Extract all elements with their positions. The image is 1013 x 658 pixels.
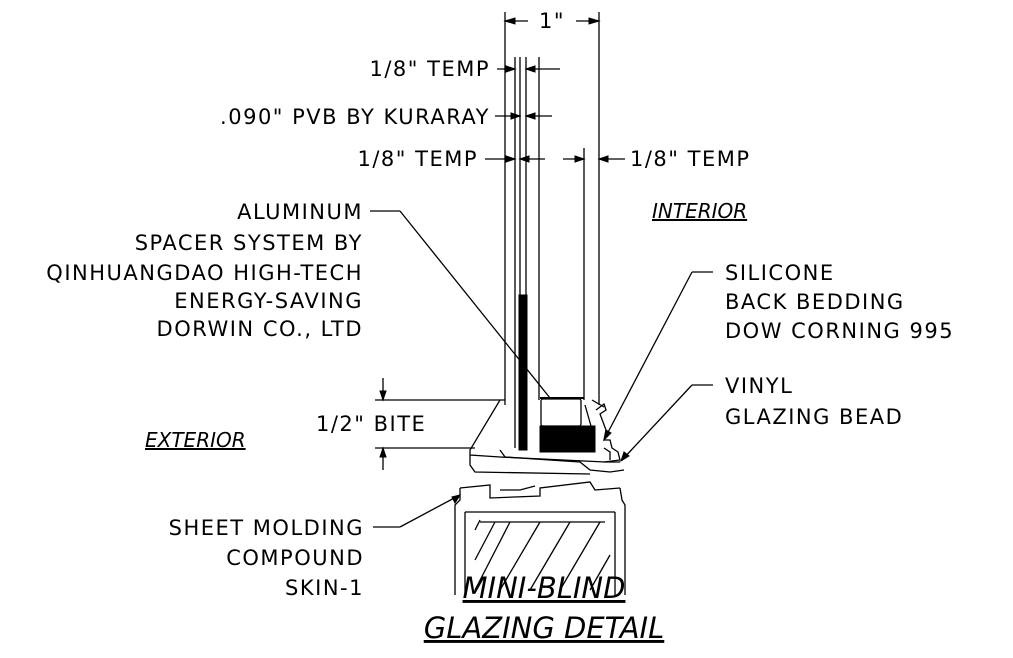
- exterior-label: EXTERIOR: [145, 428, 246, 452]
- drawing-title: MINI-BLIND GLAZING DETAIL: [424, 571, 665, 645]
- blind-slat-black: [518, 294, 528, 451]
- svg-text:QINHUANGDAO HIGH-TECH: QINHUANGDAO HIGH-TECH: [46, 261, 363, 285]
- inner-temp-dimension: 1/8" TEMP 1/8" TEMP: [357, 147, 751, 171]
- svg-text:SKIN-1: SKIN-1: [285, 576, 364, 600]
- pvb-label: .090" PVB BY KURARAY: [220, 105, 490, 129]
- svg-text:GLAZING BEAD: GLAZING BEAD: [725, 405, 903, 429]
- svg-text:SILICONE: SILICONE: [725, 261, 835, 285]
- insulating-cavity: [518, 294, 605, 453]
- aluminum-spacer: [540, 398, 582, 427]
- overall-width-label: 1": [539, 9, 565, 33]
- inner-temp-right-label: 1/8" TEMP: [630, 147, 751, 171]
- svg-text:DORWIN CO., LTD: DORWIN CO., LTD: [157, 317, 363, 341]
- secondary-seal: [539, 425, 596, 453]
- spacer-label: ALUMINUM SPACER SYSTEM BY QINHUANGDAO HI…: [46, 200, 363, 341]
- inner-temp-left-label: 1/8" TEMP: [357, 147, 478, 171]
- overall-width-dimension: 1": [503, 9, 601, 405]
- vinyl-callout: VINYL GLAZING BEAD: [620, 374, 903, 463]
- frame-profile: [454, 399, 626, 595]
- bite-dimension: 1/2" BITE: [316, 378, 500, 470]
- svg-text:ENERGY-SAVING: ENERGY-SAVING: [174, 289, 363, 313]
- svg-text:DOW CORNING 995: DOW CORNING 995: [725, 319, 954, 343]
- title-line-1: MINI-BLIND: [463, 571, 626, 605]
- molding-callout: SHEET MOLDING COMPOUND SKIN-1: [169, 494, 462, 600]
- svg-text:COMPOUND: COMPOUND: [226, 546, 364, 570]
- bite-label: 1/2" BITE: [316, 412, 426, 436]
- pvb-dimension: .090" PVB BY KURARAY: [220, 105, 552, 129]
- svg-text:ALUMINUM: ALUMINUM: [237, 200, 363, 224]
- svg-text:SPACER SYSTEM BY: SPACER SYSTEM BY: [135, 231, 363, 255]
- svg-text:BACK BEDDING: BACK BEDDING: [725, 290, 905, 314]
- title-line-2: GLAZING DETAIL: [424, 611, 665, 645]
- svg-text:VINYL: VINYL: [725, 374, 793, 398]
- svg-text:SHEET MOLDING: SHEET MOLDING: [169, 516, 364, 540]
- spacer-leader: [370, 210, 551, 399]
- interior-label: INTERIOR: [652, 199, 747, 223]
- inner-lite: [538, 57, 585, 400]
- outer-temp-label: 1/8" TEMP: [369, 57, 490, 81]
- outer-temp-dimension: 1/8" TEMP: [369, 57, 560, 81]
- silicone-callout: SILICONE BACK BEDDING DOW CORNING 995: [603, 261, 954, 442]
